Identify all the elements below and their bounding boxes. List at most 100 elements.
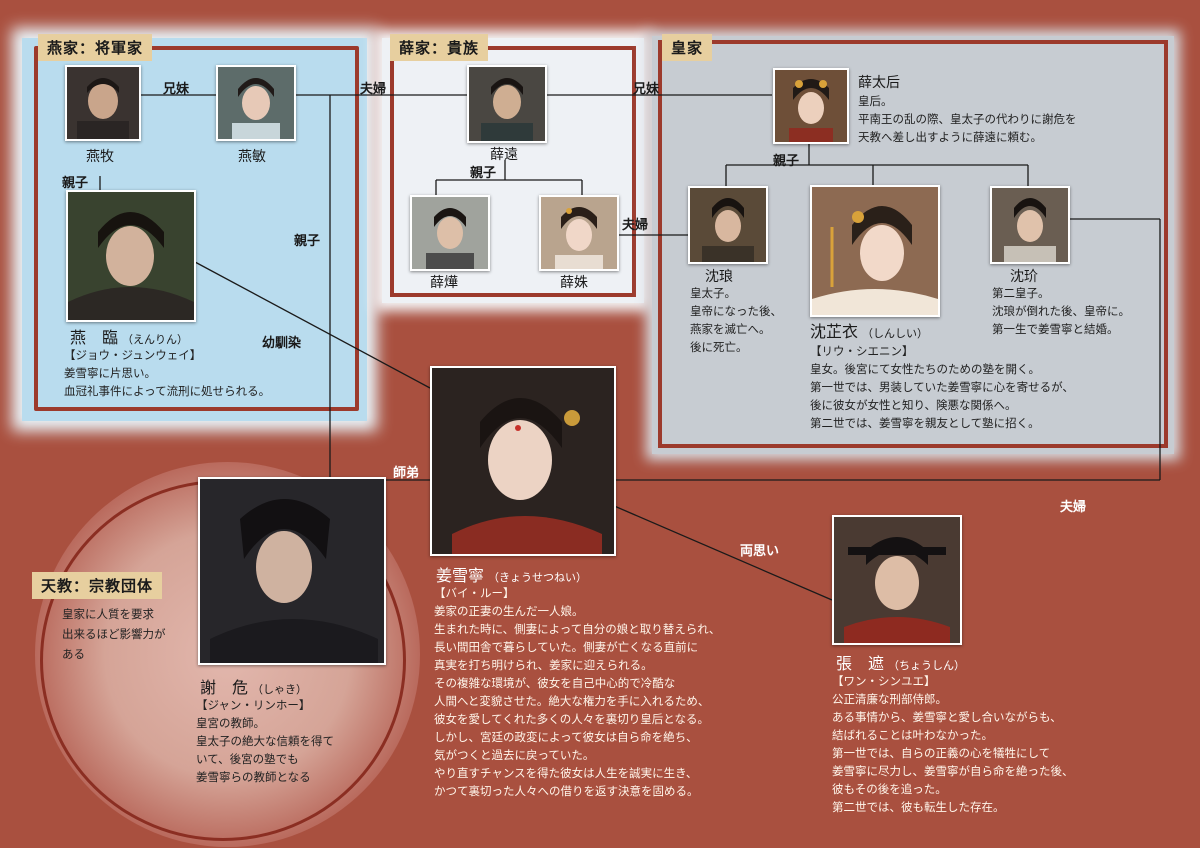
desc-line: 皇女。後宮にて女性たちのための塾を開く。: [810, 362, 1040, 376]
name-zhangzhe: 張 遮（ちょうしん）: [836, 650, 965, 674]
desc-line: 後に死亡。: [690, 340, 748, 354]
label-siblings-yan: 兄妹: [163, 82, 190, 97]
desc-line: 姜家の正妻の生んだ一人娘。: [434, 604, 584, 618]
desc-line: 人間へと変貌させた。絶大な権力を手に入れるため、: [434, 694, 710, 708]
desc-xiewei: 【ジャン・リンホー】 皇宮の教師。 皇太子の絶大な信頼を得て いて、後宮の塾でも…: [196, 696, 334, 786]
label-spouses-bottom: 夫婦: [1060, 500, 1087, 515]
actor-name: 【バイ・ルー】: [434, 586, 515, 600]
desc-line: 沈琅が倒れた後、皇帝に。: [992, 304, 1130, 318]
label-spouses-yan-xue: 夫婦: [360, 82, 387, 97]
label-parent-huang: 親子: [773, 154, 800, 169]
actor-name: 【ジャン・リンホー】: [196, 698, 311, 712]
name-shenzhiyi: 沈芷衣（しんしい）: [810, 318, 928, 342]
desc-zhangzhe: 【ワン・シンユエ】 公正清廉な刑部侍郎。 ある事情から、姜雪寧と愛し合いながらも…: [832, 672, 1074, 816]
name-reading: （きょうせつねい）: [488, 571, 588, 584]
name-xuehua: 薛燁: [430, 275, 458, 291]
portrait-shenlang: [688, 186, 768, 264]
desc-line: 皇宮の教師。: [196, 716, 265, 730]
portrait-xiewei: [198, 477, 386, 665]
name-text: 張 遮: [836, 654, 885, 673]
desc-line: 第一世では、自らの正義の心を犠牲にして: [832, 746, 1051, 760]
name-text: 燕 臨: [70, 328, 119, 347]
label-childhood-friend: 幼馴染: [262, 336, 302, 351]
portrait-yanmin: [216, 65, 296, 141]
desc-tianjiao: 皇家に人質を要求 出来るほど影響力が ある: [62, 604, 166, 664]
name-yanmu: 燕牧: [86, 149, 114, 165]
label-spouses-xueshu: 夫婦: [622, 218, 649, 233]
desc-shenlang: 皇太子。 皇帝になった後、 燕家を滅亡へ。 後に死亡。: [690, 284, 782, 356]
desc-line: 公正清廉な刑部侍郎。: [832, 692, 947, 706]
xue-family-tag: 薛家：貴族: [390, 34, 489, 61]
desc-line: 皇帝になった後、: [690, 304, 782, 318]
desc-line: 後に彼女が女性と知り、険悪な関係へ。: [810, 398, 1017, 412]
desc-xuetaihou: 皇后。 平南王の乱の際、皇太子の代わりに謝危を 天教へ差し出すように薛遠に頼む。: [858, 92, 1077, 146]
desc-line: 姜雪寧に片思い。: [64, 366, 156, 380]
name-xuetaihou: 薛太后: [858, 75, 900, 91]
name-text: 沈芷衣: [810, 322, 859, 341]
portrait-yanmu: [65, 65, 141, 141]
portrait-jiangxuening: [430, 366, 616, 556]
portrait-xuetaihou: [773, 68, 849, 144]
name-text: 謝 危: [200, 678, 249, 697]
portrait-shenzhiyi: [810, 185, 940, 317]
label-parent-yanmin: 親子: [294, 234, 321, 249]
portrait-xueshu: [539, 195, 619, 271]
desc-line: 血冠礼事件によって流刑に処せられる。: [64, 384, 271, 398]
desc-line: 彼もその後を追った。: [832, 782, 947, 796]
desc-line: その複雑な環境が、彼女を自己中心的で冷酷な: [434, 676, 676, 690]
desc-line: 姜雪寧らの教師となる: [196, 770, 311, 784]
desc-line: 第二世では、彼も転生した存在。: [832, 800, 1005, 814]
yan-family-tag: 燕家：将軍家: [38, 34, 153, 61]
name-reading: （えんりん）: [122, 333, 189, 346]
name-jiangxuening: 姜雪寧（きょうせつねい）: [436, 562, 587, 586]
yan-family-frame: [34, 46, 359, 411]
desc-line: 第二皇子。: [992, 286, 1050, 300]
tianjiao-tag: 天教：宗教団体: [32, 572, 163, 599]
portrait-zhangzhe: [832, 515, 962, 645]
desc-line: 気がつくと過去に戻っていた。: [434, 748, 595, 762]
name-reading: （ちょうしん）: [888, 659, 966, 672]
desc-line: しかし、宮廷の政変によって彼女は自ら命を絶ち、: [434, 730, 698, 744]
desc-line: いて、後宮の塾でも: [196, 752, 299, 766]
desc-line: 生まれた時に、側妻によって自分の娘と取り替えられ、: [434, 622, 721, 636]
actor-name: 【リウ・シエニン】: [810, 344, 914, 358]
name-xueshu: 薛姝: [560, 275, 588, 291]
desc-line: 結ばれることは叶わなかった。: [832, 728, 993, 742]
name-yanmin: 燕敏: [238, 149, 266, 165]
desc-line: 姜雪寧に尽力し、姜雪寧が自ら命を絶った後、: [832, 764, 1074, 778]
portrait-shenjie: [990, 186, 1070, 264]
name-text: 姜雪寧: [436, 566, 485, 585]
label-siblings-xue-huang: 兄妹: [633, 82, 660, 97]
desc-line: 天教へ差し出すように薛遠に頼む。: [858, 130, 1042, 144]
actor-name: 【ジョウ・ジュンウェイ】: [64, 348, 202, 362]
imperial-family-frame: [658, 40, 1168, 448]
desc-line: 燕家を滅亡へ。: [690, 322, 771, 336]
name-yanlin: 燕 臨（えんりん）: [70, 324, 188, 348]
portrait-xueyuan: [467, 65, 547, 143]
name-xueyuan: 薛遠: [490, 147, 518, 163]
desc-line: 第一世では、男装していた姜雪寧に心を寄せるが、: [810, 380, 1074, 394]
desc-line: 皇太子の絶大な信頼を得て: [196, 734, 334, 748]
desc-line: 長い間田舎で暮らしていた。側妻が亡くなる直前に: [434, 640, 699, 654]
desc-shenjie: 第二皇子。 沈琅が倒れた後、皇帝に。 第一生で姜雪寧と結婚。: [992, 284, 1130, 338]
desc-yanlin: 【ジョウ・ジュンウェイ】 姜雪寧に片思い。 血冠礼事件によって流刑に処せられる。: [64, 346, 270, 400]
desc-line: 彼女を愛してくれた多くの人々を裏切り皇后となる。: [434, 712, 709, 726]
name-shenjie: 沈玠: [1010, 269, 1038, 285]
desc-line: 皇家に人質を要求: [62, 607, 154, 621]
name-reading: （しゃき）: [252, 683, 308, 696]
desc-line: 出来るほど影響力が: [62, 627, 166, 641]
portrait-yanlin: [66, 190, 196, 322]
desc-line: 第一生で姜雪寧と結婚。: [992, 322, 1119, 336]
label-parent-xue: 親子: [470, 166, 497, 181]
desc-line: ある: [62, 647, 85, 661]
label-parent-yan: 親子: [62, 176, 89, 191]
name-reading: （しんしい）: [862, 327, 929, 340]
portrait-xuehua: [410, 195, 490, 271]
desc-shenzhiyi: 【リウ・シエニン】 皇女。後宮にて女性たちのための塾を開く。 第一世では、男装し…: [810, 342, 1074, 432]
desc-line: 皇太子。: [690, 286, 736, 300]
xue-family-frame: [390, 46, 636, 297]
desc-line: ある事情から、姜雪寧と愛し合いながらも、: [832, 710, 1062, 724]
actor-name: 【ワン・シンユエ】: [832, 674, 936, 688]
imperial-family-tag: 皇家: [662, 34, 713, 61]
desc-line: 平南王の乱の際、皇太子の代わりに謝危を: [858, 112, 1077, 126]
